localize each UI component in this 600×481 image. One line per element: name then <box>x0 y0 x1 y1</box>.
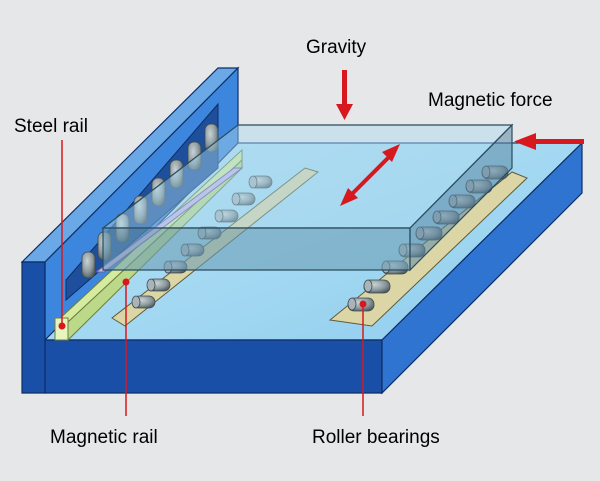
arrow-down-icon <box>336 70 353 120</box>
steel-rail-callout-dot <box>58 322 66 330</box>
steel-rail-label: Steel rail <box>14 116 88 137</box>
roller-bearings-label: Roller bearings <box>312 427 440 448</box>
roller <box>169 159 184 189</box>
roller <box>133 195 148 225</box>
magnetic-force-label: Magnetic force <box>428 90 553 111</box>
wall-front-face <box>21 261 46 394</box>
arrow-left-icon <box>514 133 584 150</box>
base-front-face <box>44 339 383 394</box>
roller <box>204 123 219 153</box>
roller <box>248 175 273 189</box>
roller <box>81 251 96 279</box>
roller <box>214 209 239 223</box>
callout-lines <box>58 140 367 416</box>
wall-rollers <box>81 123 219 279</box>
roller <box>187 141 202 171</box>
roller-bearings-callout-dot <box>359 300 367 308</box>
magnetic-rail-callout-dot <box>122 278 130 286</box>
platform-front <box>102 227 411 271</box>
roller <box>363 279 391 294</box>
base-side-face <box>381 141 583 395</box>
roller <box>151 177 166 207</box>
platform-side <box>409 123 513 272</box>
roller <box>231 192 256 206</box>
double-arrow-icon <box>340 144 400 206</box>
floating-platform <box>101 123 514 272</box>
roller <box>131 295 156 309</box>
roller <box>146 278 171 292</box>
gravity-label: Gravity <box>306 37 367 58</box>
magnetic-rail-label: Magnetic rail <box>50 427 158 448</box>
